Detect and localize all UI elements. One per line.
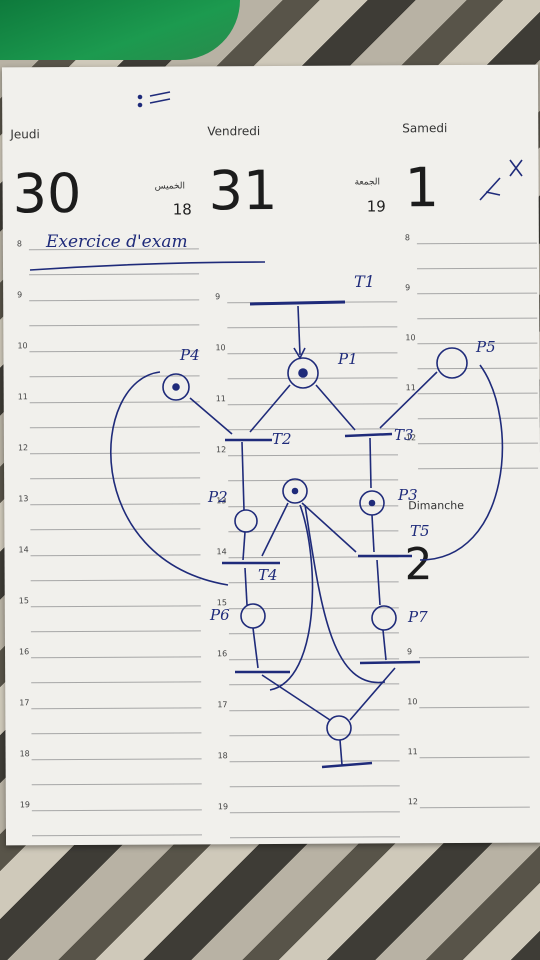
label-p2: P2 xyxy=(208,488,228,506)
place-p1-circle xyxy=(287,357,319,389)
place-p4-circle xyxy=(162,373,190,401)
place-p6-circle xyxy=(240,603,266,629)
place-p5-circle xyxy=(436,347,468,379)
label-t5: T5 xyxy=(410,522,430,540)
title-underline xyxy=(29,261,266,271)
label-p7: P7 xyxy=(408,608,428,626)
label-p4: P4 xyxy=(180,346,200,364)
label-p6: P6 xyxy=(210,606,230,624)
label-p5: P5 xyxy=(476,338,496,356)
label-t3: T3 xyxy=(394,426,414,444)
transition-t1-bar xyxy=(249,300,346,306)
green-cloth xyxy=(0,0,240,60)
label-t2: T2 xyxy=(272,430,292,448)
place-final-circle xyxy=(326,715,352,741)
transition-t3-bar xyxy=(344,432,393,438)
handwritten-title: Exercice d'exam xyxy=(46,232,188,252)
label-t1: T1 xyxy=(354,272,375,291)
place-center-circle xyxy=(282,478,308,504)
label-p3: P3 xyxy=(398,486,418,504)
label-p1: P1 xyxy=(338,350,358,368)
place-p2-circle xyxy=(234,509,258,533)
place-p7-circle xyxy=(371,605,397,631)
label-t4: T4 xyxy=(258,566,278,584)
